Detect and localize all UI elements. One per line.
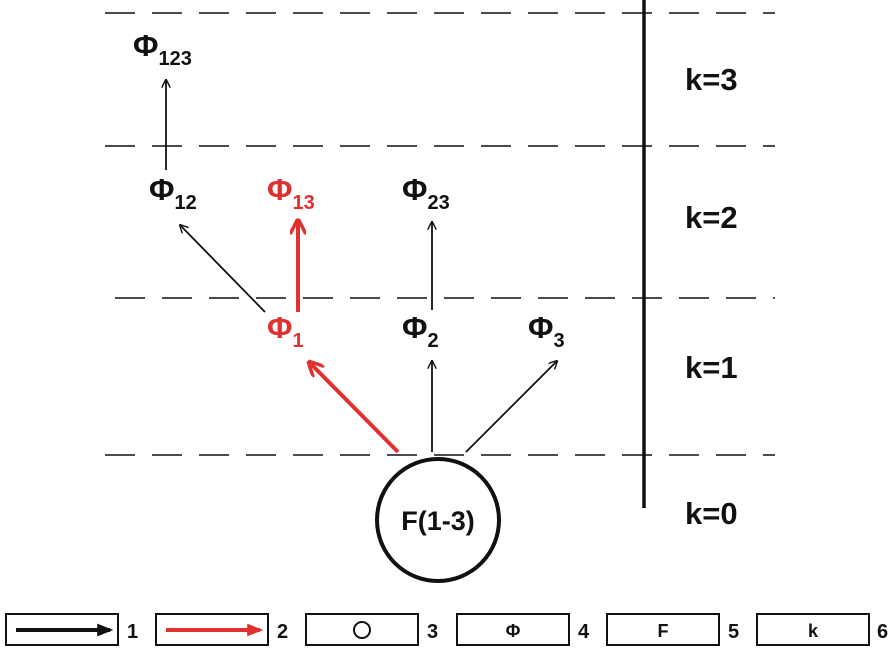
- legend-number-4: 4: [578, 621, 590, 643]
- legend-circle-icon: [353, 621, 371, 639]
- legend-box-3: [305, 613, 419, 646]
- node-phi3: Φ3: [528, 310, 565, 352]
- edge-phi1-to-phi12: [180, 225, 266, 313]
- node-phi123-symbol: Φ: [133, 28, 158, 63]
- level-label-k3: k=3: [685, 62, 738, 97]
- legend-item-1: 1: [5, 613, 138, 646]
- root-node-label: F(1-3): [401, 506, 475, 536]
- legend-box-6: [756, 613, 870, 646]
- node-phi3-symbol: Φ: [528, 310, 553, 345]
- legend-number-2: 2: [277, 621, 288, 643]
- node-phi123: Φ123: [133, 28, 192, 70]
- node-phi12: Φ12: [149, 172, 197, 214]
- node-phi123-sub: 123: [158, 48, 191, 70]
- legend: 1 2 3 Φ 4 F 5 k 6: [5, 613, 888, 646]
- node-phi13: Φ13: [267, 172, 315, 214]
- node-phi23-sub: 23: [427, 192, 449, 214]
- node-phi3-sub: 3: [553, 330, 564, 352]
- node-phi1: Φ1: [267, 310, 304, 352]
- legend-number-6: 6: [877, 621, 888, 643]
- legend-number-5: 5: [728, 621, 739, 643]
- node-phi2: Φ2: [402, 310, 439, 352]
- level-label-k2: k=2: [685, 200, 738, 235]
- legend-item-4: Φ 4: [456, 613, 590, 646]
- legend-number-3: 3: [427, 621, 438, 643]
- legend-item-5: F 5: [606, 613, 739, 646]
- node-phi2-sub: 2: [427, 330, 438, 352]
- legend-item-3: 3: [305, 613, 438, 646]
- node-phi13-sub: 13: [292, 192, 314, 214]
- node-phi1-symbol: Φ: [267, 310, 292, 345]
- legend-item-6: k 6: [756, 613, 888, 646]
- node-phi1-sub: 1: [292, 330, 303, 352]
- legend-box-5: [606, 613, 720, 646]
- legend-item-2: 2: [155, 613, 288, 646]
- legend-number-1: 1: [127, 621, 138, 643]
- legend-phi-symbol: Φ: [506, 621, 521, 641]
- node-phi13-symbol: Φ: [267, 172, 292, 207]
- node-phi23-symbol: Φ: [402, 172, 427, 207]
- legend-f-symbol: F: [658, 621, 669, 641]
- edge-root-to-phi1: [309, 362, 400, 454]
- root-node-circle: [375, 457, 501, 583]
- legend-box-4: [456, 613, 570, 646]
- level-label-k1: k=1: [685, 350, 738, 385]
- node-phi23: Φ23: [402, 172, 450, 214]
- node-phi12-symbol: Φ: [149, 172, 174, 207]
- node-phi2-symbol: Φ: [402, 310, 427, 345]
- node-phi12-sub: 12: [174, 192, 196, 214]
- legend-k-symbol: k: [808, 621, 819, 641]
- edge-root-to-phi3: [465, 361, 557, 453]
- level-label-k0: k=0: [685, 496, 738, 531]
